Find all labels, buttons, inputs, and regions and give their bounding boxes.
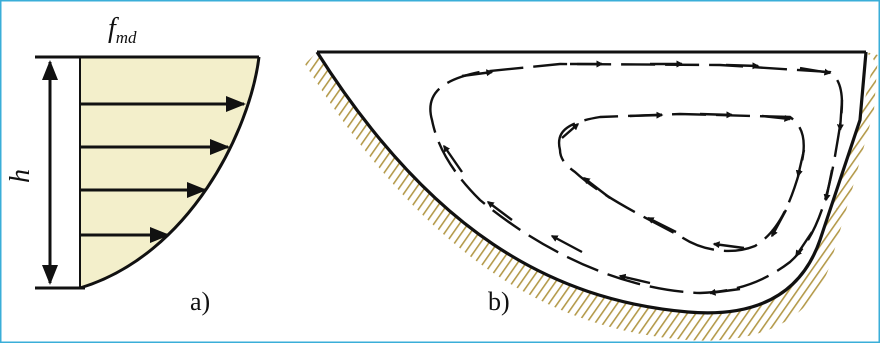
inner-circulation-path xyxy=(557,112,805,253)
outer-flow-arrow-12 xyxy=(486,201,513,221)
inner-flow-arrow-8 xyxy=(646,216,677,234)
outer-flow-arrow-7 xyxy=(823,169,834,202)
outer-flow-arrow-10 xyxy=(618,273,651,285)
outer-circulation-path xyxy=(429,62,844,295)
ground-hatching xyxy=(305,52,878,341)
inner-flow-arrow-9 xyxy=(582,177,611,199)
outer-flow-arrow-9 xyxy=(708,287,741,296)
figure-a-velocity-profile: fmd h a) xyxy=(5,13,261,316)
inner-flow-arrow-1 xyxy=(561,123,580,139)
inner-flow-arrow-3 xyxy=(699,111,734,119)
velocity-profile-area xyxy=(80,57,259,288)
caption-a: a) xyxy=(190,287,210,316)
profile-symbol-label: fmd xyxy=(108,13,137,47)
basin-profile-line xyxy=(315,51,868,315)
figure-b-circulation: b) xyxy=(305,50,878,341)
inner-flow-arrow-5 xyxy=(795,149,806,178)
inner-flow-arrow-7 xyxy=(712,241,745,250)
outer-flow-arrow-11 xyxy=(550,234,583,254)
outer-flow-arrow-6 xyxy=(836,99,844,132)
inner-flow-arrow-4 xyxy=(761,114,792,122)
inner-flow-arrow-2 xyxy=(629,111,664,119)
outer-flow-arrow-1 xyxy=(461,69,494,78)
outer-flow-arrow-4 xyxy=(725,62,760,70)
profile-curve xyxy=(79,56,261,290)
inner-flow-arrow-6 xyxy=(770,209,788,238)
outer-flow-arrow-5 xyxy=(799,66,832,76)
outer-flow-arrow-8 xyxy=(795,231,813,258)
caption-b: b) xyxy=(488,287,510,316)
height-label: h xyxy=(5,169,36,183)
outer-flow-arrow-13 xyxy=(443,144,463,173)
